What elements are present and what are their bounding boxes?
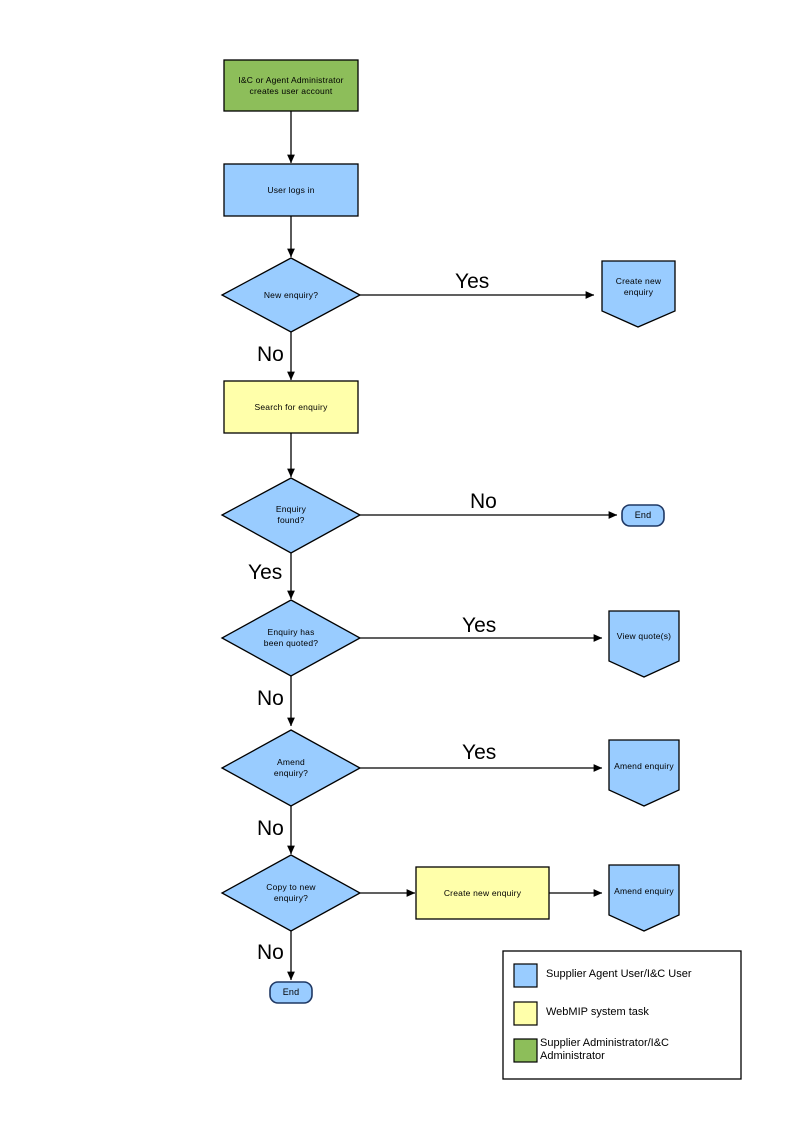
legend-box <box>502 950 742 1080</box>
node-view-quotes[interactable] <box>608 610 680 678</box>
edge-label-new-enquiry-yes: Yes <box>455 270 490 293</box>
node-amend-enquiry-decision[interactable] <box>220 729 362 807</box>
node-enquiry-quoted-decision[interactable] <box>220 599 362 677</box>
node-new-enquiry-decision[interactable] <box>220 257 362 333</box>
node-user-logs-in[interactable] <box>223 163 359 217</box>
legend-swatch-administrator <box>513 1038 538 1063</box>
legend-label-system-task: WebMIP system task <box>546 1006 649 1018</box>
node-amend-enquiry-2[interactable] <box>608 864 680 932</box>
node-search-for-enquiry[interactable] <box>223 380 359 434</box>
edge-label-copy-to-new-no: No <box>257 941 284 964</box>
node-enquiry-found-decision[interactable] <box>220 477 362 554</box>
legend-label-actor-user: Supplier Agent User/I&C User <box>546 968 692 980</box>
edge-label-enquiry-quoted-no: No <box>257 687 284 710</box>
connector-group <box>287 111 618 981</box>
legend-label-administrator: Supplier Administrator/I&C Administrator <box>540 1037 669 1062</box>
node-end-bottom[interactable] <box>269 981 313 1004</box>
legend-swatch-actor-user <box>513 963 538 988</box>
node-amend-enquiry-1[interactable] <box>608 739 680 807</box>
legend-swatch-system-task <box>513 1001 538 1026</box>
edge-label-enquiry-quoted-yes: Yes <box>462 614 497 637</box>
edge-label-amend-enquiry-yes: Yes <box>462 741 497 764</box>
node-copy-to-new-enquiry-decision[interactable] <box>220 854 362 932</box>
edge-label-new-enquiry-no: No <box>257 343 284 366</box>
edge-label-enquiry-found-yes: Yes <box>248 561 283 584</box>
node-create-new-enquiry-top[interactable] <box>601 260 676 328</box>
edge-label-enquiry-found-no: No <box>470 490 497 513</box>
node-create-new-enquiry-bottom[interactable] <box>415 866 550 920</box>
node-end-top[interactable] <box>621 504 665 527</box>
edge-label-amend-enquiry-no: No <box>257 817 284 840</box>
node-admin-creates-account[interactable] <box>223 59 359 112</box>
